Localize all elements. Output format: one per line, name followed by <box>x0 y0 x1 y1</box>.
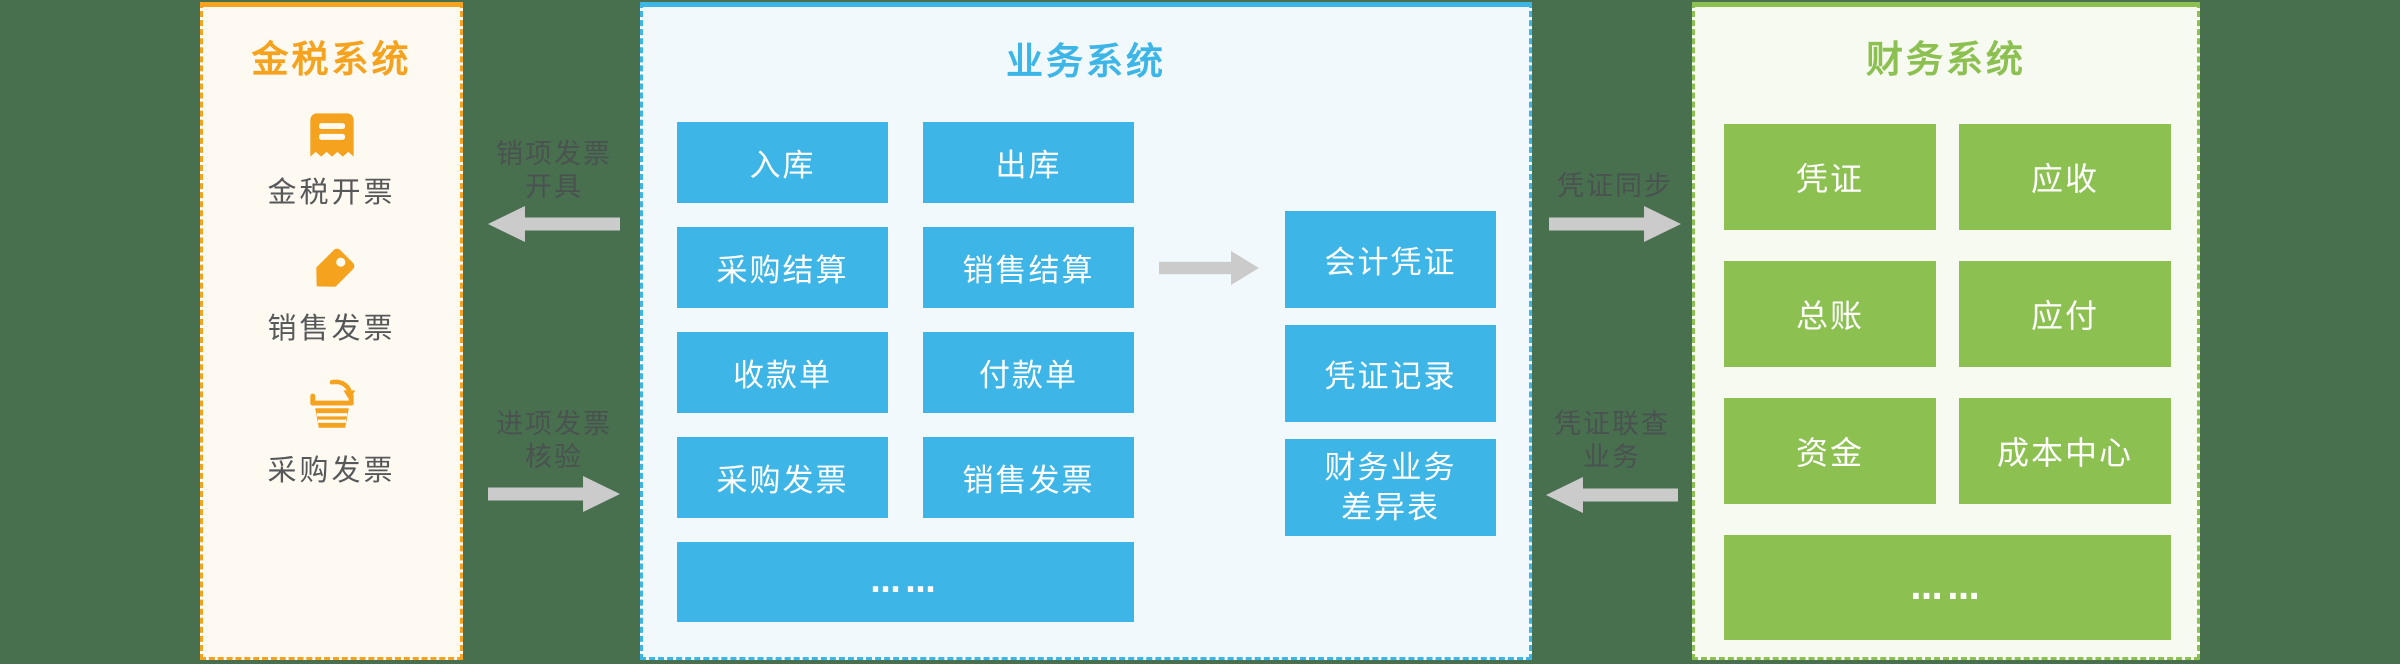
tax-item-label: 销售发票 <box>267 311 396 345</box>
node-business-more: …… <box>677 542 1134 622</box>
node-cost-center: 成本中心 <box>1959 398 2171 504</box>
arrow-left-icon <box>488 206 620 242</box>
flow-label-sales-invoice-issue: 销项发票 开具 <box>496 139 612 203</box>
price-tag-icon <box>306 245 358 297</box>
node-inbound: 入库 <box>677 122 888 203</box>
node-finance-business-diff-table: 财务业务 差异表 <box>1285 439 1496 536</box>
node-sales-settlement: 销售结算 <box>923 227 1134 308</box>
flow-label-input-invoice-verify: 进项发票 核验 <box>496 409 612 473</box>
node-voucher: 凭证 <box>1724 124 1936 230</box>
node-accounting-voucher: 会计凭证 <box>1285 211 1496 308</box>
tax-item-label: 金税开票 <box>267 175 396 209</box>
node-payable: 应付 <box>1959 261 2171 367</box>
node-purchase-settlement: 采购结算 <box>677 227 888 308</box>
node-purchase-invoice: 采购发票 <box>677 437 888 518</box>
flow-label-voucher-sync: 凭证同步 <box>1557 171 1673 202</box>
node-outbound: 出库 <box>923 122 1134 203</box>
arrow-right-icon <box>1549 206 1681 242</box>
panel-finance-system: 财务系统 凭证 应收 总账 应付 资金 成本中心 …… <box>1692 2 2200 660</box>
finance-system-title: 财务系统 <box>1866 38 2026 81</box>
node-receivable: 应收 <box>1959 124 2171 230</box>
node-voucher-record: 凭证记录 <box>1285 325 1496 422</box>
arrow-left-icon <box>1546 477 1678 513</box>
node-sales-invoice: 销售发票 <box>923 437 1134 518</box>
tax-item-label: 采购发票 <box>267 453 396 487</box>
golden-tax-title: 金税系统 <box>251 38 412 81</box>
node-finance-more: …… <box>1724 535 2171 640</box>
node-receipt-slip: 收款单 <box>677 332 888 413</box>
flow-label-voucher-link-query: 凭证联查 业务 <box>1554 409 1670 473</box>
finance-module-grid: 凭证 应收 总账 应付 资金 成本中心 …… <box>1724 124 2171 640</box>
node-general-ledger: 总账 <box>1724 261 1936 367</box>
arrow-right-icon <box>1159 251 1259 285</box>
business-output-column: 会计凭证 凭证记录 财务业务 差异表 <box>1285 211 1496 536</box>
shopping-basket-icon <box>306 379 358 431</box>
node-funds: 资金 <box>1724 398 1936 504</box>
business-system-title: 业务系统 <box>1006 40 1166 83</box>
business-process-grid: 入库 出库 采购结算 销售结算 收款单 付款单 采购发票 销售发票 …… <box>677 122 1134 622</box>
node-payment-slip: 付款单 <box>923 332 1134 413</box>
panel-golden-tax-system: 金税系统 金税开票 销售发票 <box>200 2 463 660</box>
panel-business-system: 业务系统 入库 出库 采购结算 销售结算 收款单 付款单 采购发票 销售发票 …… <box>640 2 1532 660</box>
receipt-icon <box>306 109 358 161</box>
arrow-right-icon <box>488 476 620 512</box>
